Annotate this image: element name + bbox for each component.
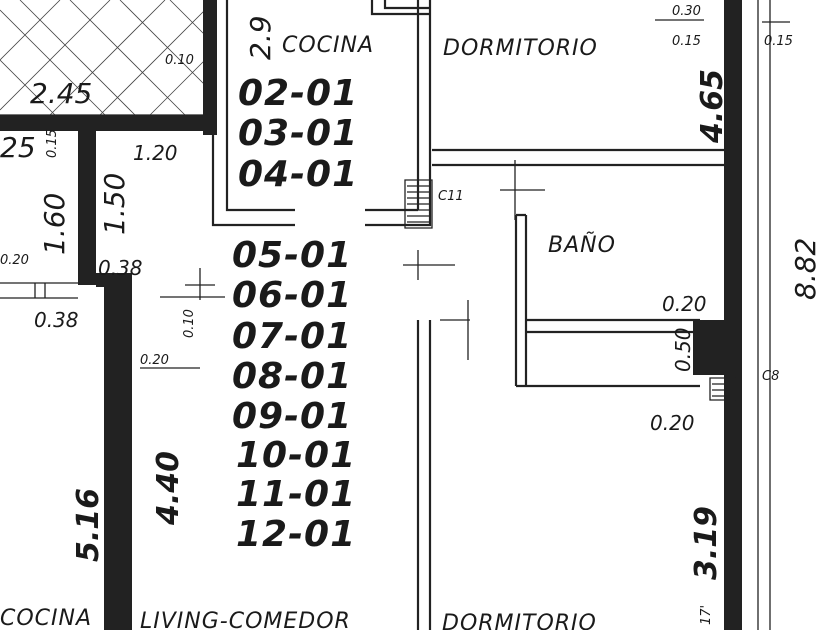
unit-code: 06-01 (232, 275, 352, 316)
dim-0-20-mid: 0.20 (140, 353, 169, 368)
dim-8-82: 8.82 (789, 238, 822, 300)
dim-0-50: 0.50 (671, 327, 695, 372)
unit-code-list: 02-01 03-01 04-01 05-01 06-01 07-01 08-0… (232, 73, 358, 555)
room-dormitorio-top: DORMITORIO (443, 36, 598, 61)
dim-0-10-top: 0.10 (165, 53, 194, 68)
column-block (693, 320, 725, 375)
unit-code: 10-01 (236, 435, 356, 476)
room-living-comedor: LIVING-COMEDOR (140, 609, 351, 630)
dim-4-40: 4.40 (151, 451, 186, 526)
dim-4-65: 4.65 (695, 69, 730, 144)
dim-0-38-a: 0.38 (98, 256, 143, 280)
dim-0-38-b: 0.38 (34, 308, 79, 332)
dim-1-50: 1.50 (98, 173, 131, 235)
dim-17: 17' (699, 605, 714, 625)
unit-code: 08-01 (232, 356, 352, 397)
wall-living-left (104, 273, 132, 630)
unit-code: 07-01 (232, 316, 352, 357)
dim-2-45: 2.45 (30, 77, 92, 110)
room-labels: COCINA DORMITORIO BAÑO COCINA LIVING-COM… (0, 33, 616, 630)
dim-3-19: 3.19 (689, 506, 724, 580)
unit-code: 04-01 (238, 154, 358, 195)
unit-code: 09-01 (232, 396, 352, 437)
column-tags: C11 C8 (438, 189, 779, 384)
unit-code: 03-01 (238, 113, 358, 154)
dim-0-10-mid: 0.10 (182, 309, 197, 338)
walls (0, 0, 742, 630)
dim-0-20-left: 0.20 (0, 253, 29, 268)
dim-2-9: 2.9 (244, 15, 277, 60)
wall-kitchen-left (203, 0, 217, 135)
room-dormitorio-bottom: DORMITORIO (442, 611, 597, 630)
dim-1-60: 1.60 (38, 193, 71, 255)
dim-5-16: 5.16 (71, 488, 106, 562)
dim-0-30: 0.30 (672, 4, 701, 19)
unit-code: 02-01 (238, 73, 358, 114)
dim-0-15-right-b: 0.15 (764, 34, 793, 49)
partitions (0, 0, 790, 630)
dim-0-20-low: 0.20 (650, 411, 695, 435)
room-bano: BAÑO (548, 231, 616, 258)
wall-right (724, 0, 742, 630)
dim-0-15-left: 0.15 (45, 129, 60, 158)
dim-25: 25 (0, 131, 36, 164)
terrace-tile-pattern (0, 0, 216, 116)
column-c8: C8 (762, 369, 779, 384)
dim-0-20-bath: 0.20 (662, 292, 707, 316)
room-cocina-bottom: COCINA (0, 606, 92, 630)
dim-0-15-right-a: 0.15 (672, 34, 701, 49)
dimension-labels: 2.45 0.10 2.9 25 0.15 1.60 1.20 1.50 0.2… (0, 4, 822, 625)
room-cocina-top: COCINA (282, 33, 374, 58)
column-c11: C11 (438, 189, 464, 204)
wall-top-left (0, 115, 217, 131)
unit-code: 05-01 (232, 235, 352, 276)
dim-1-20: 1.20 (133, 141, 178, 165)
wall-left-vertical (78, 115, 96, 285)
unit-code: 11-01 (236, 474, 356, 515)
unit-code: 12-01 (236, 514, 356, 555)
